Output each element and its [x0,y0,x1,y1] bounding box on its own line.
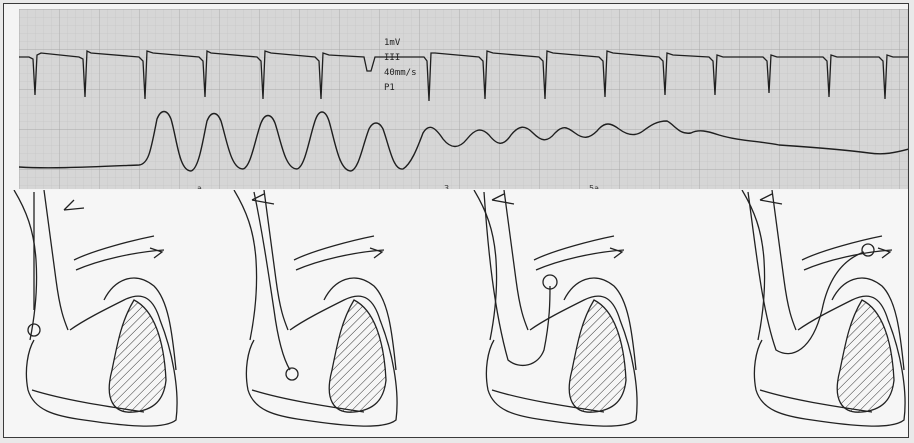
ecg-marker-a: a [197,184,202,189]
heart-diagram-3 [474,190,637,426]
ecg-marker-3: 3 [444,184,449,189]
heart-diagram-4 [742,190,905,426]
ecg-chart [19,9,909,189]
heart-diagram-1 [14,190,177,426]
heart-diagram-2 [234,190,397,426]
figure-frame: 1mV III 40mm/s P1 a 3 5a [3,3,909,438]
ecg-label-speed: 40mm/s [384,69,444,78]
ecg-grid [19,9,909,189]
ecg-label-lead: III [384,54,444,63]
ecg-marker-5a: 5a [589,184,599,189]
heart-diagrams-svg [4,190,909,438]
ecg-lead-labels: 1mV III 40mm/s P1 [384,39,444,119]
ecg-label-channel: P1 [384,84,444,93]
ecg-strip: 1mV III 40mm/s P1 a 3 5a [19,9,909,189]
heart-diagrams [4,190,909,438]
ecg-label-scale: 1mV [384,39,444,48]
